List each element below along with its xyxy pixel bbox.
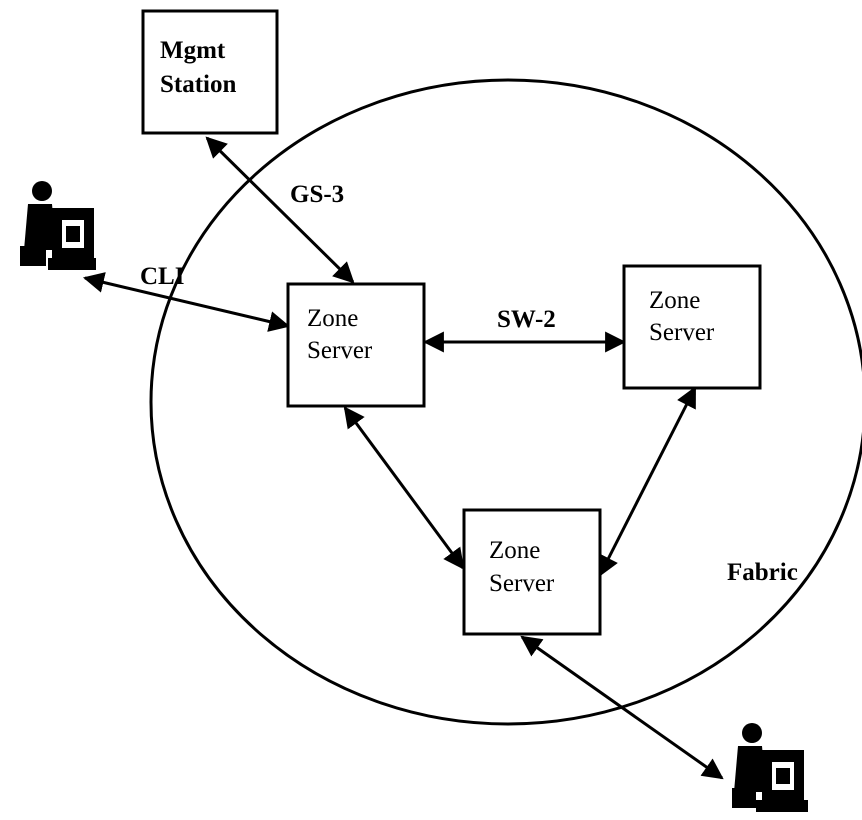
zone-server-left: Zone Server (286, 282, 426, 408)
zone-server-right: Zone Server (622, 264, 762, 390)
zone-server-bottom-label-line2: Server (489, 570, 555, 597)
zone-server-bottom: Zone Server (462, 508, 602, 636)
mgmt-station-label-line2: Station (160, 71, 237, 98)
fabric-boundary (149, 78, 862, 726)
gs3-link (205, 136, 355, 284)
zone-server-left-label-line1: Zone (307, 305, 358, 332)
bottom-user-link (520, 635, 724, 780)
right-bottom-link (598, 386, 697, 577)
mgmt-station-label-line1: Mgmt (160, 37, 226, 64)
left-bottom-link (343, 406, 465, 570)
cli-label: CLI (140, 263, 184, 290)
zone-server-bottom-label-line1: Zone (489, 537, 540, 564)
user-computer-icon (20, 181, 96, 270)
zone-server-right-label-line2: Server (649, 319, 715, 346)
cli-link (82, 272, 291, 332)
mgmt-station-node: Mgmt Station (141, 9, 279, 135)
gs3-label: GS-3 (290, 181, 344, 208)
sw2-label: SW-2 (497, 306, 556, 333)
fabric-label: Fabric (727, 559, 798, 586)
user-computer-icon (732, 723, 808, 812)
zone-server-right-label-line1: Zone (649, 287, 700, 314)
zone-server-left-label-line2: Server (307, 337, 373, 364)
